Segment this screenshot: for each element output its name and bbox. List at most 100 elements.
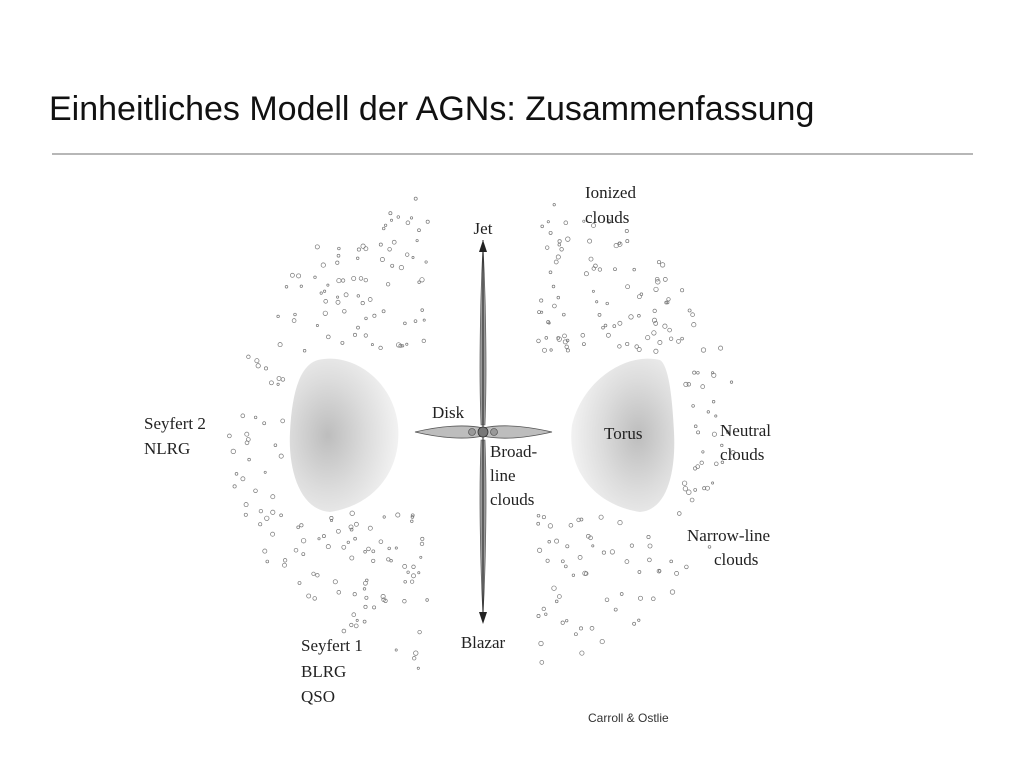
cloud-dot: [277, 315, 280, 318]
cloud-dot: [561, 621, 564, 624]
cloud-dot: [324, 299, 328, 303]
cloud-dot: [412, 565, 416, 569]
cloud-dot: [327, 284, 329, 286]
cloud-dot: [712, 432, 716, 436]
cloud-dot: [356, 619, 358, 621]
cloud-dot: [292, 319, 296, 323]
cloud-dot: [403, 599, 407, 603]
cloud-dot: [687, 490, 692, 495]
cloud-dot: [255, 359, 259, 363]
cloud-dot: [233, 485, 236, 488]
cloud-dot: [589, 257, 593, 261]
cloud-dot: [625, 560, 629, 564]
cloud-dot: [669, 337, 673, 341]
cloud-dot: [396, 513, 400, 517]
cloud-dot: [708, 546, 711, 549]
cloud-dot: [423, 319, 425, 321]
cloud-dot: [685, 565, 689, 569]
cloud-dot: [379, 346, 383, 350]
cloud-dot: [558, 243, 561, 246]
image-credit: Carroll & Ostlie: [588, 711, 669, 725]
cloud-dot: [620, 593, 623, 596]
cloud-dot: [290, 273, 294, 277]
cloud-dot: [316, 324, 318, 326]
cloud-dot: [266, 560, 269, 563]
cloud-dot: [646, 335, 650, 339]
cloud-dot: [701, 348, 706, 353]
cloud-dot: [318, 538, 320, 540]
cloud-dot: [690, 498, 694, 502]
cloud-dot: [599, 515, 603, 519]
cloud-dot: [425, 261, 427, 263]
cloud-dot: [241, 477, 245, 481]
cloud-dot: [336, 296, 338, 298]
cloud-dot: [322, 535, 325, 538]
cloud-dot: [712, 482, 714, 484]
cloud-dot: [282, 563, 286, 567]
cloud-dot: [630, 544, 633, 547]
cloud-dot: [384, 224, 386, 226]
cloud-dot: [420, 278, 424, 282]
cloud-dot: [313, 597, 317, 601]
cloud-dot: [654, 349, 658, 353]
cloud-dot: [231, 449, 236, 454]
cloud-dot: [356, 257, 359, 260]
cloud-dot: [283, 559, 287, 563]
cloud-dot: [333, 580, 337, 584]
cloud-dot: [648, 544, 652, 548]
cloud-dot: [365, 596, 368, 599]
cloud-dot: [420, 542, 424, 546]
cloud-dot: [565, 345, 569, 349]
cloud-dot: [542, 515, 545, 518]
cloud-dot: [707, 411, 709, 413]
cloud-dot: [637, 314, 640, 317]
cloud-dot: [422, 339, 426, 343]
cloud-dot: [682, 481, 687, 486]
cloud-dot: [548, 524, 552, 528]
cloud-dot: [691, 313, 695, 317]
cloud-dot: [545, 613, 548, 616]
cloud-dot: [633, 268, 636, 271]
jet-arrowhead-up: [479, 240, 487, 252]
cloud-dot: [730, 381, 732, 383]
torus-left: [290, 359, 399, 512]
cloud-dot: [626, 342, 629, 345]
cloud-dot: [404, 322, 407, 325]
cloud-dot: [540, 660, 544, 664]
cloud-dot: [412, 657, 416, 661]
cloud-dot: [670, 590, 675, 595]
cloud-dot: [341, 341, 344, 344]
cloud-dot: [395, 547, 397, 549]
cloud-dot: [379, 243, 382, 246]
cloud-dot: [244, 503, 248, 507]
cloud-dot: [598, 268, 602, 272]
cloud-dot: [365, 317, 368, 320]
cloud-dot: [382, 310, 385, 313]
label-neutral-clouds-2: clouds: [720, 445, 764, 464]
cloud-dot: [294, 313, 297, 316]
cloud-dot: [588, 239, 592, 243]
cloud-dot: [271, 532, 275, 536]
cloud-dot: [556, 255, 560, 259]
cloud-dot: [418, 572, 420, 574]
cloud-dot: [675, 571, 679, 575]
cloud-dot: [396, 343, 400, 347]
cloud-dot: [315, 245, 319, 249]
cloud-dot: [342, 545, 346, 549]
cloud-dot: [670, 560, 673, 563]
cloud-dot: [364, 550, 367, 553]
cloud-dot: [574, 633, 577, 636]
cloud-dot: [279, 454, 283, 458]
cloud-dot: [316, 574, 320, 578]
label-broad-line-3: clouds: [490, 490, 534, 509]
cloud-dot: [401, 345, 403, 347]
cloud-dot: [391, 264, 394, 267]
cloud-dot: [277, 376, 281, 380]
cloud-dot: [418, 630, 422, 634]
cloud-dot: [552, 304, 556, 308]
label-narrow-line-1: Narrow-line: [687, 526, 770, 545]
cloud-dot: [566, 545, 569, 548]
cloud-dot: [618, 321, 622, 325]
cloud-dot: [600, 639, 604, 643]
